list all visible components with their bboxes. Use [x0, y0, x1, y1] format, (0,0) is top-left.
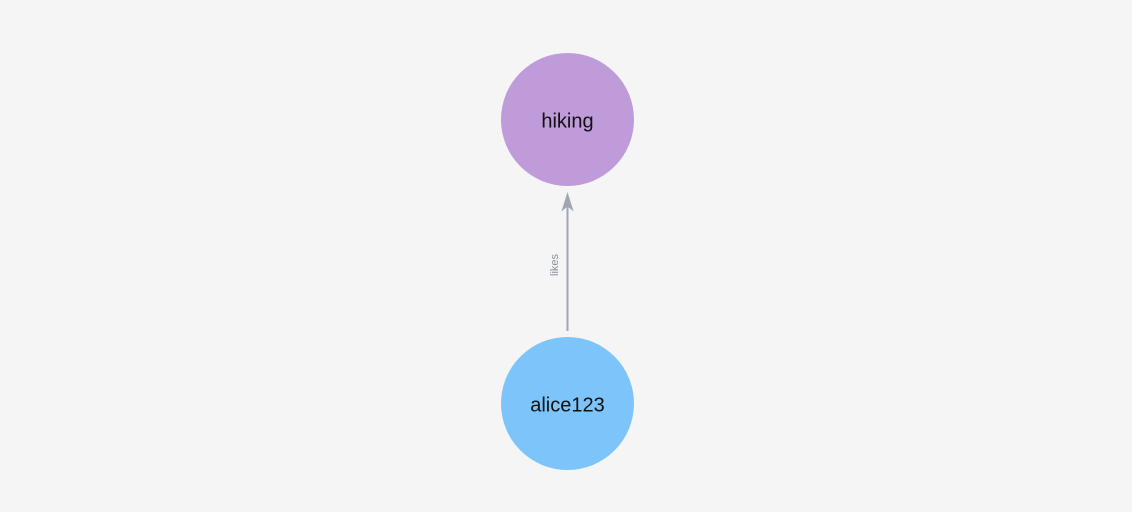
node-circle[interactable]	[501, 53, 634, 186]
graph-node-alice123[interactable]: alice123	[501, 337, 634, 470]
node-circle[interactable]	[501, 337, 634, 470]
edge-label: likes	[549, 254, 561, 277]
edge-alice123-likes-hiking[interactable]: likes	[549, 192, 574, 331]
arrowhead-icon	[561, 192, 574, 212]
graph-node-hiking[interactable]: hiking	[501, 53, 634, 186]
